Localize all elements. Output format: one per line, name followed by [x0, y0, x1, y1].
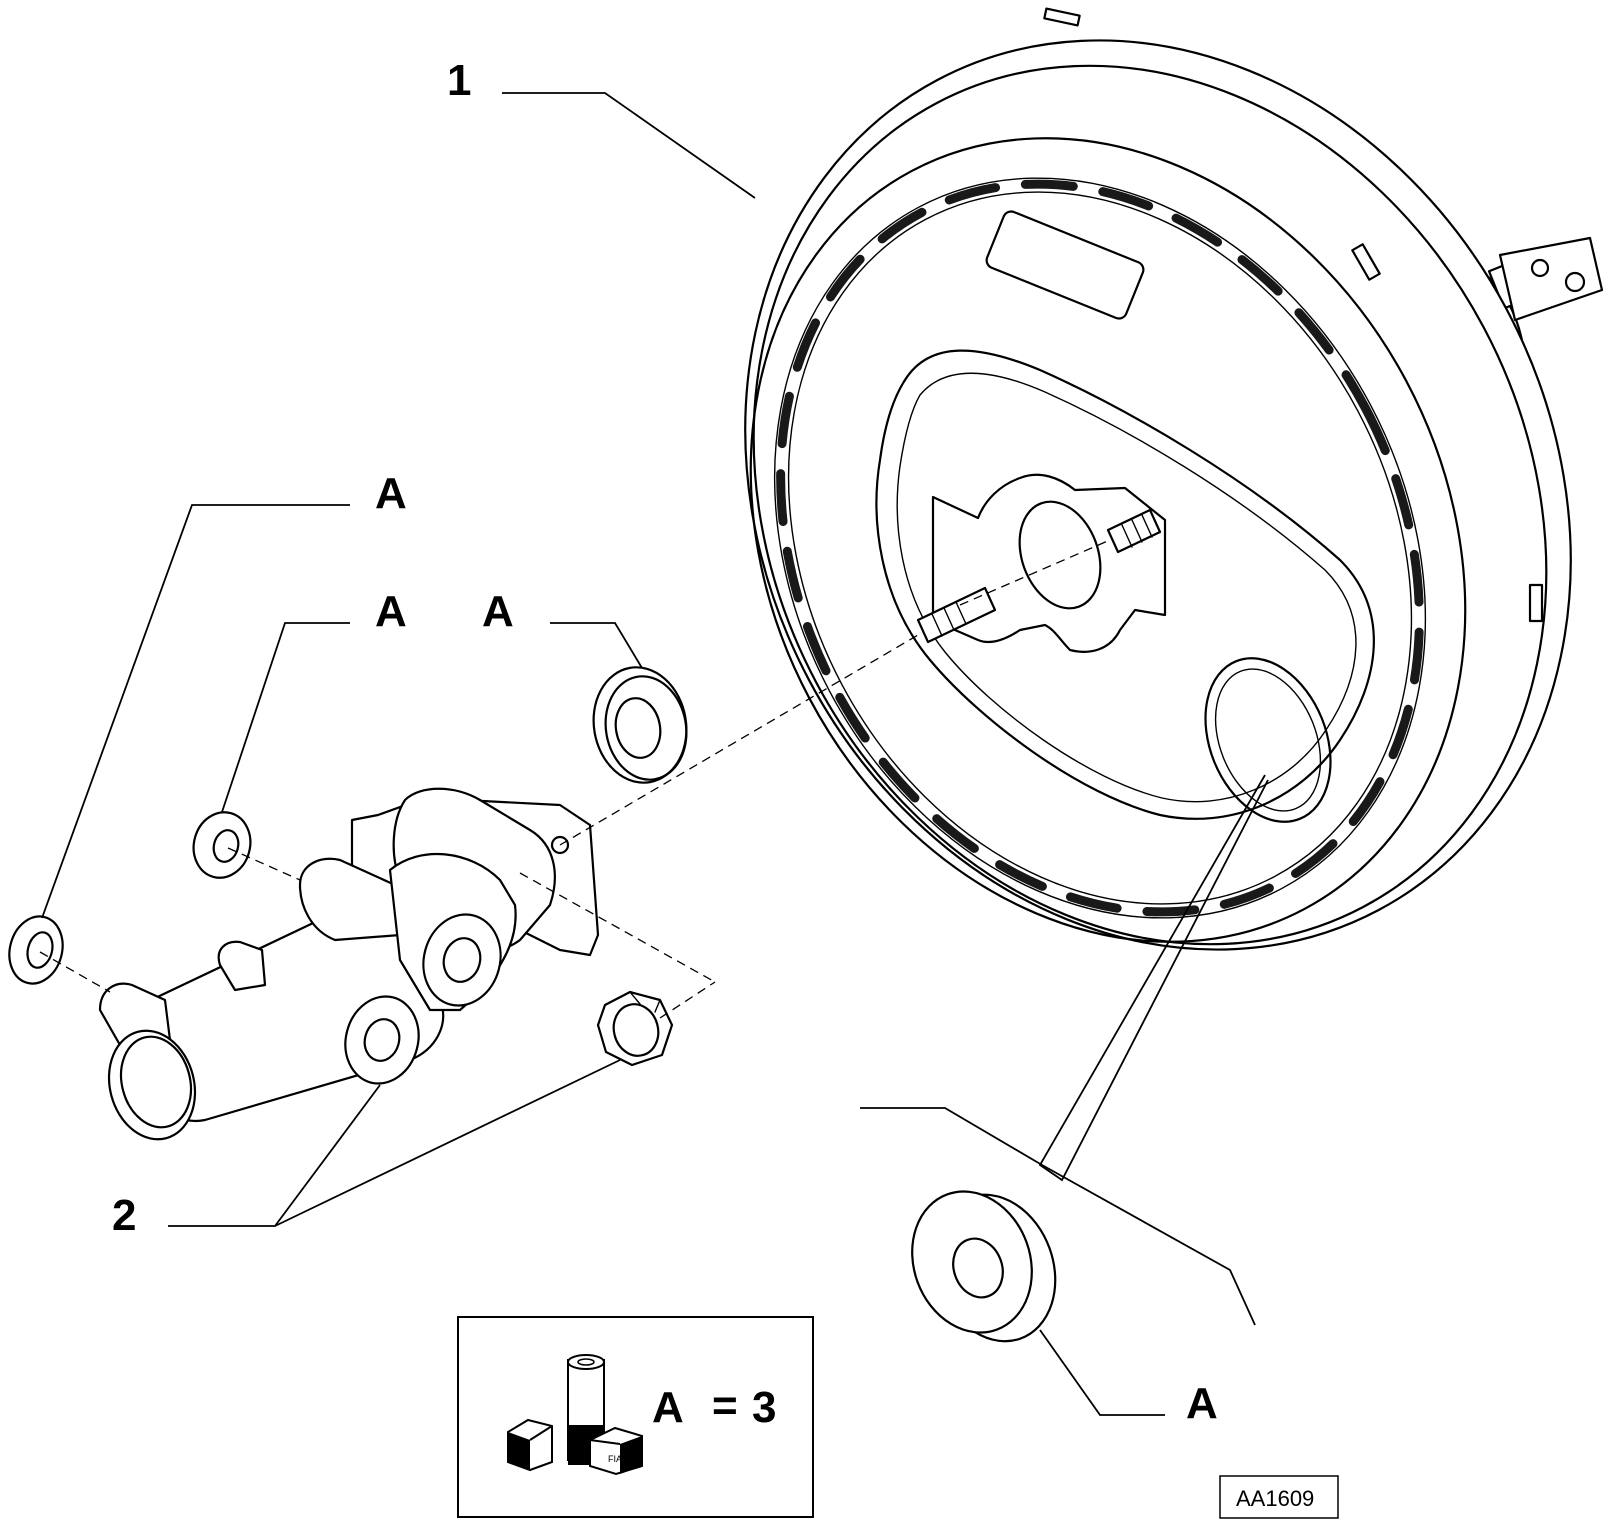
callout-booster: 1 — [447, 56, 471, 105]
booster-stud-lower — [916, 586, 997, 644]
booster-bore-hole — [1204, 657, 1332, 823]
leader-booster — [502, 92, 756, 199]
master-cylinder-end-cap — [107, 1029, 197, 1141]
master-cylinder-port-right — [422, 913, 502, 1007]
booster-mounting-face — [875, 349, 1375, 820]
kit-brand-text: FIAT — [608, 1454, 627, 1464]
callout-grommet: A — [1186, 1379, 1218, 1428]
seal-left-inner — [192, 811, 252, 879]
legend-equals: = — [712, 1381, 738, 1430]
legend-quantity: 3 — [752, 1383, 776, 1432]
reference-code-box: AA1609 — [1219, 1475, 1339, 1519]
seal-left-outer — [8, 915, 64, 985]
leader-grommet — [1039, 1329, 1165, 1416]
booster-label-plate — [985, 210, 1145, 320]
callout-seal-center: A — [482, 587, 514, 636]
leader-lines — [41, 92, 1269, 1416]
legend-box: FIAT A = 3 — [457, 1316, 814, 1518]
leader-seal-left-outer — [41, 504, 350, 919]
booster-stud-upper — [1106, 508, 1162, 554]
leader-bore-hole — [1038, 774, 1269, 1182]
callout-seal-left-inner: A — [375, 587, 407, 636]
leader-seal-center — [550, 622, 643, 669]
reference-code: AA1609 — [1236, 1486, 1314, 1511]
legend-label: A — [652, 1383, 684, 1432]
mounting-nut — [596, 990, 674, 1067]
master-cylinder — [98, 787, 600, 1141]
leader-seal-left-inner — [221, 622, 350, 813]
brake-booster — [744, 7, 1604, 951]
booster-grommet — [911, 1190, 1057, 1343]
master-cylinder-port-left — [344, 995, 420, 1085]
fiat-kit-icon: FIAT — [507, 1354, 643, 1476]
booster-flange — [931, 473, 1167, 653]
reference-line-fitting — [860, 1107, 1256, 1326]
assembly-centerlines — [39, 539, 1111, 1019]
seal-center — [592, 666, 688, 784]
callout-master-cylinder: 2 — [112, 1191, 136, 1240]
callout-seal-left-outer: A — [375, 469, 407, 518]
